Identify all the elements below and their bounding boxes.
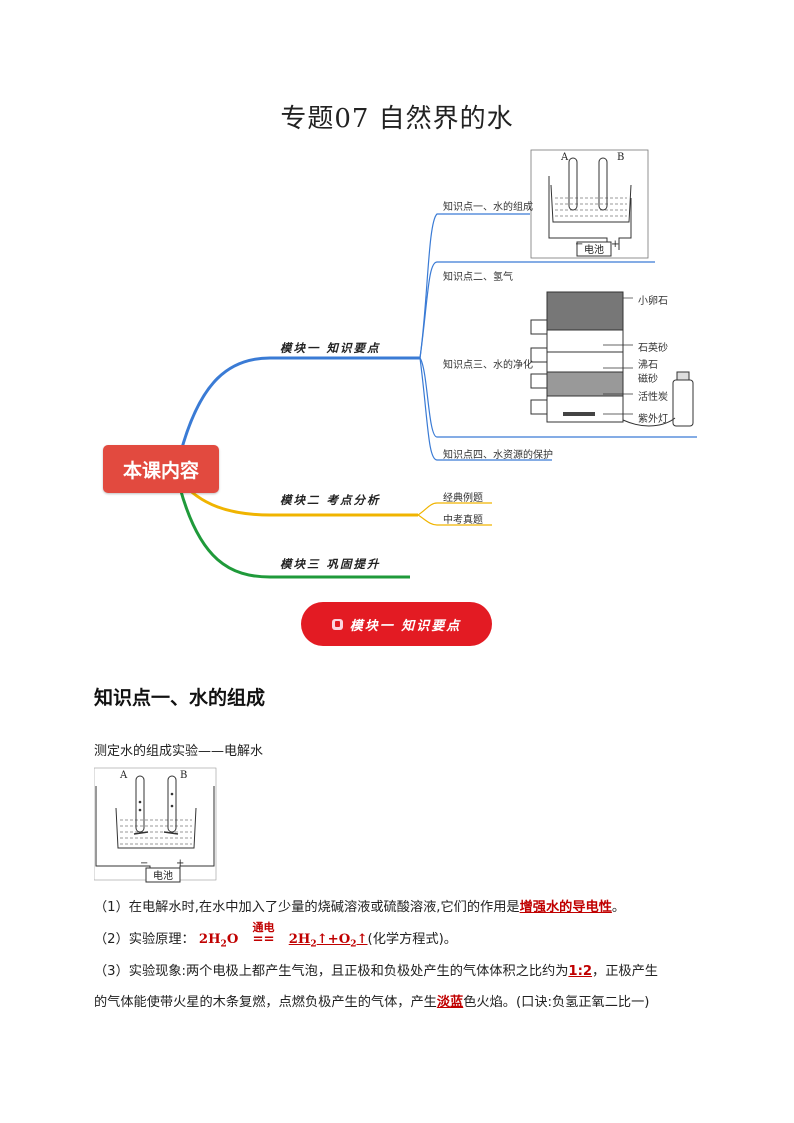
module-one-button[interactable]: 模块一 知识要点 xyxy=(301,602,492,646)
mindmap-connectors: 电池 A B − + xyxy=(178,149,697,579)
p3-text-1: （3）实验现象:两个电极上都产生气泡，且正极和负极处产生的气体体积之比约为 xyxy=(94,964,569,979)
mindmap-item-water-protection: 知识点四、水资源的保护 xyxy=(443,450,553,461)
p3-color-answer: 淡蓝 xyxy=(436,995,464,1010)
svg-text:−: − xyxy=(575,239,583,250)
water-filter-diagram xyxy=(530,291,694,427)
filter-label-pebbles: 小卵石 xyxy=(638,296,668,307)
equation-condition: 通电 xyxy=(252,921,275,934)
p3-text-4: 色火焰。(口诀:负氢正氧二比一) xyxy=(463,995,650,1010)
equation-reactant: 2H2O xyxy=(198,932,239,950)
p1-text: （1）在电解水时,在水中加入了少量的烧碱溶液或硫酸溶液,它们的作用是 xyxy=(94,900,520,915)
equation-arrow: 通电 == xyxy=(243,921,285,947)
filter-label-activated-carbon: 活性炭 xyxy=(638,392,668,403)
p1-answer: 增强水的导电性 xyxy=(519,900,612,915)
filter-label-magnetic-sand: 磁砂 xyxy=(638,374,658,385)
svg-text:电池: 电池 xyxy=(153,869,173,882)
mindmap-item-exam-questions: 中考真题 xyxy=(443,515,483,526)
p2-text: （2）实验原理： xyxy=(94,932,195,947)
mindmap-root: 本课内容 xyxy=(103,445,219,493)
electrode-a-label: A xyxy=(119,770,128,781)
p3-ratio: 1:2 xyxy=(568,964,593,979)
page-title: 专题07 自然界的水 xyxy=(280,104,514,134)
svg-text:−: − xyxy=(140,858,148,869)
mindmap-branch-module-3: 模块三 巩固提升 xyxy=(280,557,381,571)
mindmap-item-classic-examples: 经典例题 xyxy=(443,493,483,504)
paragraph-2: （2）实验原理： 2H2O 通电 == 2H2↑+O2↑(化学方程式)。 xyxy=(94,921,457,950)
p1-suffix: 。 xyxy=(611,900,626,915)
filter-label-quartz-sand: 石英砂 xyxy=(638,343,668,354)
module-one-label: 模块一 知识要点 xyxy=(349,618,462,634)
svg-text:A: A xyxy=(560,152,569,163)
p3-text-3: 的气体能使带火星的木条复燃，点燃负极产生的气体，产生 xyxy=(94,995,437,1010)
mindmap-item-water-purification: 知识点三、水的净化 xyxy=(443,360,533,371)
p2-suffix: (化学方程式)。 xyxy=(367,932,457,947)
mindmap-branch-module-2: 模块二 考点分析 xyxy=(280,493,381,507)
electrode-b-label: B xyxy=(180,770,187,781)
svg-text:+: + xyxy=(611,239,619,250)
paragraph-3-line-1: （3）实验现象:两个电极上都产生气泡，且正极和负极处产生的气体体积之比约为1:2… xyxy=(94,960,658,979)
mindmap-item-hydrogen: 知识点二、氢气 xyxy=(443,272,513,283)
filter-label-zeolite: 沸石 xyxy=(638,360,658,371)
section-heading: 知识点一、水的组成 xyxy=(94,687,266,709)
svg-text:+: + xyxy=(176,858,184,869)
electrolysis-diagram: 电池 A B − + xyxy=(94,767,217,883)
filter-label-uv-lamp: 紫外灯 xyxy=(638,414,668,425)
equation-products: 2H2↑+O2↑ xyxy=(288,932,368,950)
electrolysis-diagram-small: 电池 A B − + xyxy=(530,149,649,259)
mindmap-item-water-composition: 知识点一、水的组成 xyxy=(443,202,533,213)
paragraph-1: （1）在电解水时,在水中加入了少量的烧碱溶液或硫酸溶液,它们的作用是增强水的导电… xyxy=(94,896,625,915)
p3-text-2: ，正极产生 xyxy=(592,964,658,979)
mindmap-branch-module-1: 模块一 知识要点 xyxy=(280,341,381,355)
svg-text:B: B xyxy=(617,152,624,163)
paragraph-3-line-2: 的气体能使带火星的木条复燃，点燃负极产生的气体，产生淡蓝色火焰。(口诀:负氢正氧… xyxy=(94,991,649,1010)
svg-text:电池: 电池 xyxy=(584,243,604,256)
book-icon xyxy=(331,618,343,630)
section-intro: 测定水的组成实验——电解水 xyxy=(94,744,264,759)
